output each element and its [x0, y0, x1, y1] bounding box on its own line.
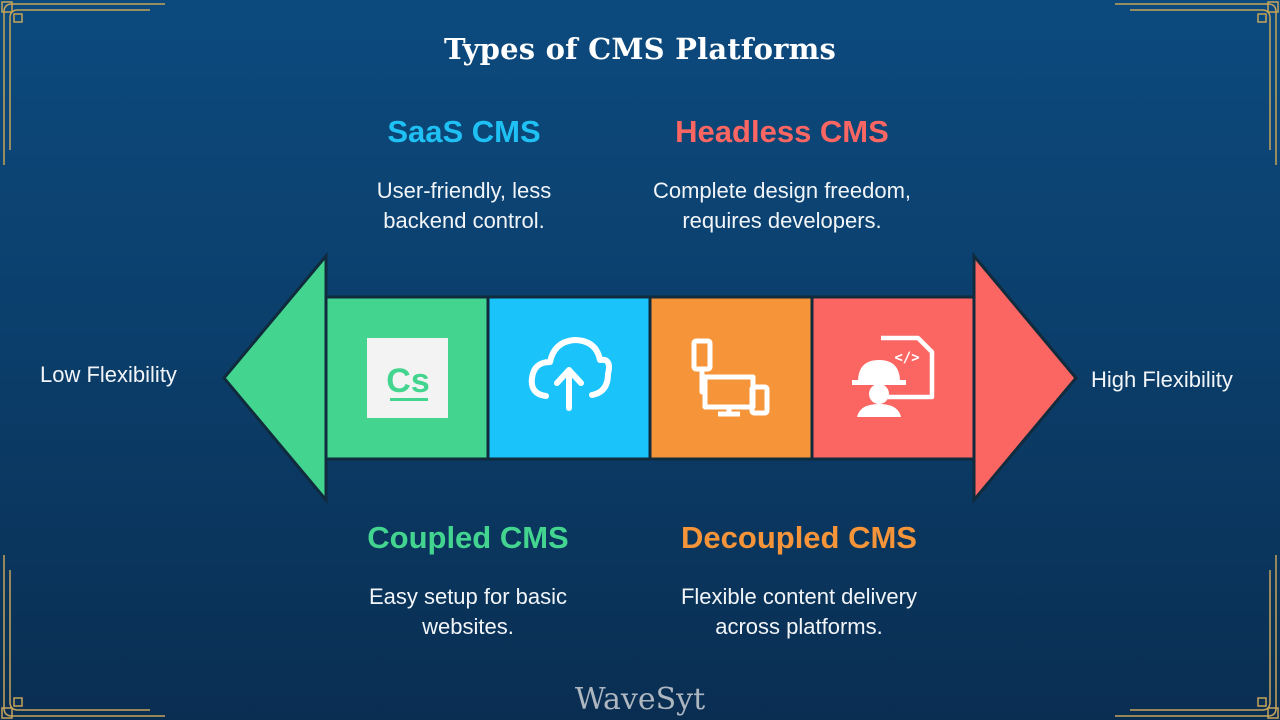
saas-cms-label-group: SaaS CMS User-friendly, less backend con… — [314, 114, 614, 236]
saas-cms-title: SaaS CMS — [387, 114, 541, 149]
saas-cms-description-line2: backend control. — [383, 208, 545, 233]
corner-ornament-bottom-right — [1110, 550, 1280, 720]
headless-cms-description-line2: requires developers. — [682, 208, 882, 233]
decoupled-cms-description-line1: Flexible content delivery — [680, 584, 917, 609]
corner-ornament-bottom-left — [0, 550, 170, 720]
coupled-cms-description: Easy setup for basic websites. — [318, 582, 618, 642]
corner-ornament-top-right — [1110, 0, 1280, 170]
corner-ornament-top-left — [0, 0, 170, 170]
page-title: Types of CMS Platforms — [443, 32, 837, 66]
decoupled-cms-title: Decoupled CMS — [681, 520, 917, 555]
low-flexibility-label: Low Flexibility — [40, 362, 177, 387]
cs-logo-icon: Cs — [367, 338, 448, 418]
coupled-cms-description-line1: Easy setup for basic — [368, 584, 568, 609]
decoupled-cms-description-line2: across platforms. — [715, 614, 883, 639]
coupled-cms-title: Coupled CMS — [367, 520, 569, 555]
headless-cms-description: Complete design freedom, requires develo… — [602, 176, 962, 236]
decoupled-cms-label-group: Decoupled CMS Flexible content delivery … — [629, 520, 969, 642]
multi-device-icon — [691, 338, 770, 417]
high-flexibility-label: High Flexibility — [1091, 367, 1233, 392]
headless-cms-title: Headless CMS — [675, 114, 889, 149]
headless-cms-label-group: Headless CMS Complete design freedom, re… — [602, 114, 962, 236]
cloud-upload-icon — [528, 337, 612, 411]
saas-cms-description: User-friendly, less backend control. — [314, 176, 614, 236]
coupled-cms-label-group: Coupled CMS Easy setup for basic website… — [318, 520, 618, 642]
footer-brand: WaveSyt — [574, 682, 706, 717]
cs-logo-text: Cs — [386, 362, 429, 400]
svg-text:</>: </> — [894, 350, 919, 366]
developer-icon: </> — [852, 335, 935, 417]
right-arrowhead — [972, 251, 1078, 505]
saas-cms-description-line1: User-friendly, less — [376, 178, 552, 203]
decoupled-cms-description: Flexible content delivery across platfor… — [629, 582, 969, 642]
coupled-cms-description-line2: websites. — [422, 614, 514, 639]
left-arrowhead — [222, 251, 328, 505]
headless-cms-description-line1: Complete design freedom, — [652, 178, 912, 203]
